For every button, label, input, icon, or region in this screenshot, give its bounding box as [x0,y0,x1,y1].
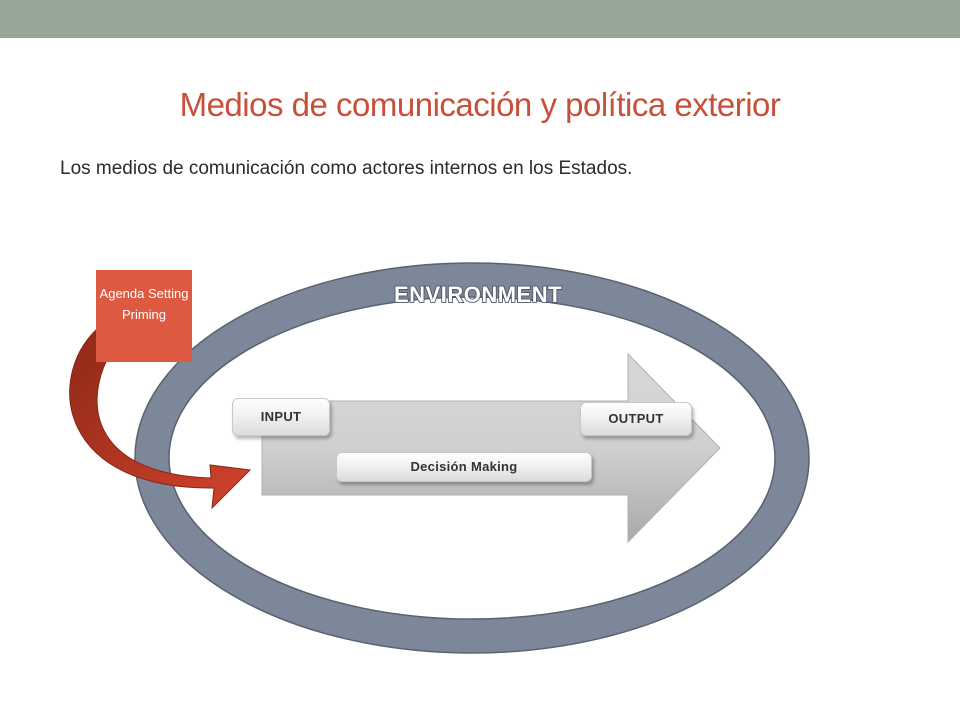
agenda-box-line1: Agenda Setting [99,286,189,301]
environment-ring [135,263,809,653]
environment-ring-outer-edge [134,262,810,654]
environment-label: ENVIRONMENT [394,282,562,307]
environment-ring-inner-edge [168,296,776,620]
output-label: OUTPUT [580,402,692,436]
process-arrow [261,352,721,544]
decision-making-label: Decisión Making [336,452,592,482]
top-bar [0,0,960,38]
input-label: INPUT [232,398,330,436]
agenda-curved-arrow [69,329,252,510]
agenda-box-line2: Priming [121,307,167,322]
slide-subtitle: Los medios de comunicación como actores … [60,158,633,179]
slide-title: Medios de comunicación y política exteri… [179,86,781,123]
agenda-setting-box: Agenda Setting Priming [96,270,192,362]
